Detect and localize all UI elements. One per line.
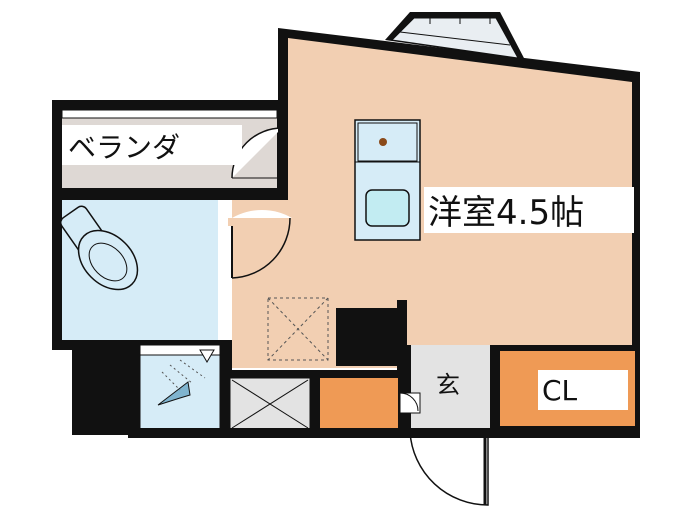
toilet (59, 205, 139, 291)
shower-icon (157, 381, 191, 406)
stove (357, 122, 418, 162)
bathroom (52, 190, 292, 350)
bay-window (385, 12, 525, 60)
entrance-door[interactable] (409, 431, 489, 506)
entrance-label: 玄 (436, 371, 460, 399)
small-storage (312, 370, 408, 435)
veranda-label: ベランダ (68, 131, 180, 164)
burner-icon (379, 138, 387, 146)
closet-label: CL (542, 374, 578, 407)
ceiling-hatch (267, 297, 329, 361)
lower-left-block (72, 340, 232, 435)
shoe-cabinet (399, 392, 421, 414)
kitchen-unit (354, 119, 421, 241)
pillar (336, 308, 398, 366)
bathroom-door[interactable] (228, 209, 292, 279)
washing-machine-slot (220, 370, 320, 435)
room-label: 洋室4.5帖 (428, 193, 584, 233)
entrance: 玄 (399, 345, 496, 435)
sink (365, 189, 410, 227)
